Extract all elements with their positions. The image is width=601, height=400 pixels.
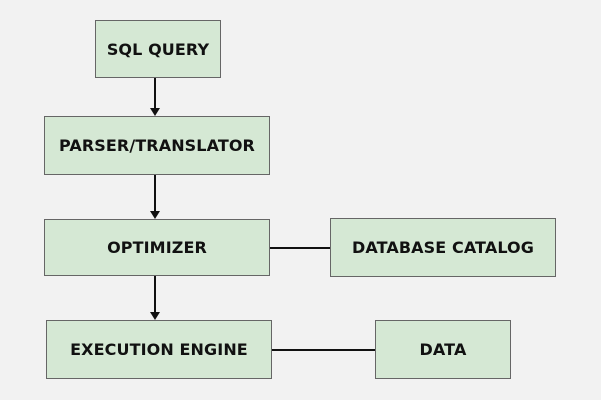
database-catalog-node: DATABASE CATALOG [330,218,556,277]
parser-translator-node: PARSER/TRANSLATOR [44,116,270,175]
data-label: DATA [419,340,467,359]
execution-engine-node: EXECUTION ENGINE [46,320,272,379]
optimizer-label: OPTIMIZER [107,238,207,257]
optimizer-node: OPTIMIZER [44,219,270,276]
sql-query-node: SQL QUERY [95,20,221,78]
arrowhead-parser [150,108,160,116]
database-catalog-label: DATABASE CATALOG [352,238,534,257]
data-node: DATA [375,320,511,379]
sql-query-label: SQL QUERY [106,39,210,59]
arrowhead-optimizer [150,211,160,219]
arrowhead-execution-engine [150,312,160,320]
execution-engine-label: EXECUTION ENGINE [70,340,248,359]
parser-translator-label: PARSER/TRANSLATOR [59,136,255,155]
